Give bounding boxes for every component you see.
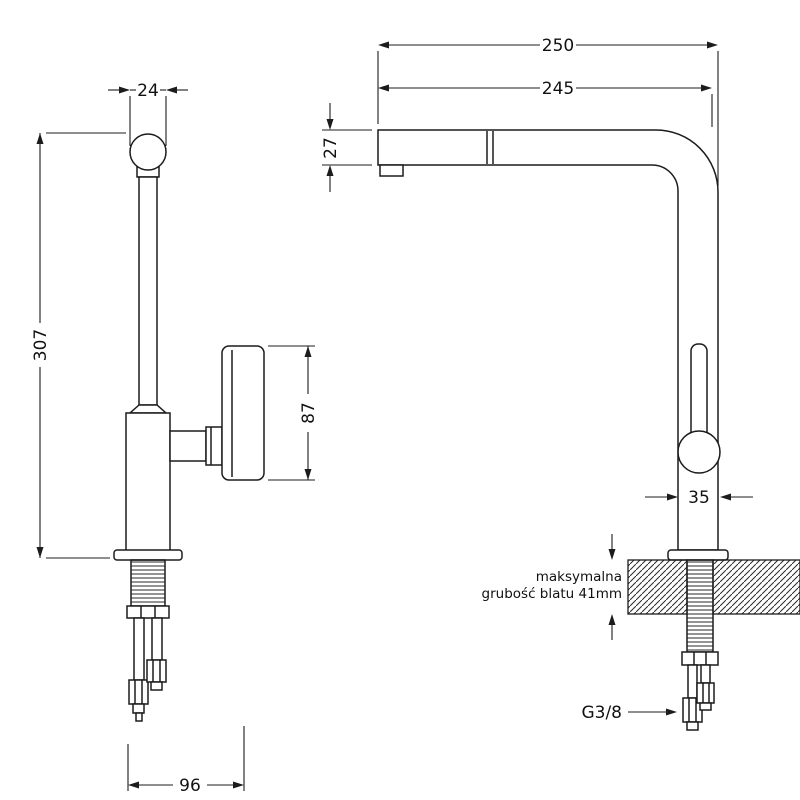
aerator <box>379 164 404 177</box>
dimension-spout-reach: 245 <box>378 79 713 127</box>
supply-hoses-side <box>682 664 715 731</box>
faucet-cap <box>129 133 167 171</box>
threaded-shank-front <box>130 559 166 607</box>
handle-outlet <box>169 430 207 462</box>
dimension-body-diameter: 35 <box>645 488 753 508</box>
countertop-right <box>712 559 800 615</box>
thread-size-label: G3/8 <box>581 703 622 723</box>
dimension-base-span: 96 <box>127 726 245 796</box>
base-plate-front <box>113 549 183 561</box>
dim-27-label: 27 <box>321 137 341 159</box>
counter-note-line2: grubość blatu 41mm <box>482 586 622 602</box>
side-view-faucet-body <box>377 129 800 731</box>
threaded-shank-side <box>686 559 714 653</box>
faucet-profile <box>377 129 719 551</box>
dimension-handle-height: 87 <box>268 345 319 481</box>
dim-245-label: 245 <box>542 79 574 99</box>
thread-callout: G3/8 <box>581 703 677 723</box>
dim-35-label: 35 <box>688 488 710 508</box>
front-view: 24 307 87 <box>31 81 319 796</box>
counter-note-line1: maksymalna <box>536 569 622 585</box>
dim-307-label: 307 <box>31 329 51 361</box>
base-plate-side <box>667 549 729 561</box>
dimension-cap-diameter: 24 <box>108 81 188 146</box>
dim-87-label: 87 <box>299 402 319 424</box>
countertop-left <box>627 559 688 615</box>
faucet-lower-body <box>125 412 171 553</box>
countertop-thickness-note: maksymalna grubość blatu 41mm <box>482 534 622 640</box>
dimension-total-depth: 250 <box>377 36 719 186</box>
handle-knob-side <box>677 430 721 474</box>
dim-250-label: 250 <box>542 36 574 56</box>
front-view-faucet-body <box>113 133 265 722</box>
faucet-handle-front <box>221 345 265 481</box>
supply-hoses-front <box>128 617 167 722</box>
faucet-spout-column <box>138 176 158 406</box>
dim-96-label: 96 <box>179 776 201 796</box>
dimension-total-height: 307 <box>31 132 126 559</box>
dim-24-label: 24 <box>137 81 159 101</box>
dimension-spout-thickness: 27 <box>321 103 372 192</box>
side-view: 250 245 27 35 <box>321 36 800 731</box>
